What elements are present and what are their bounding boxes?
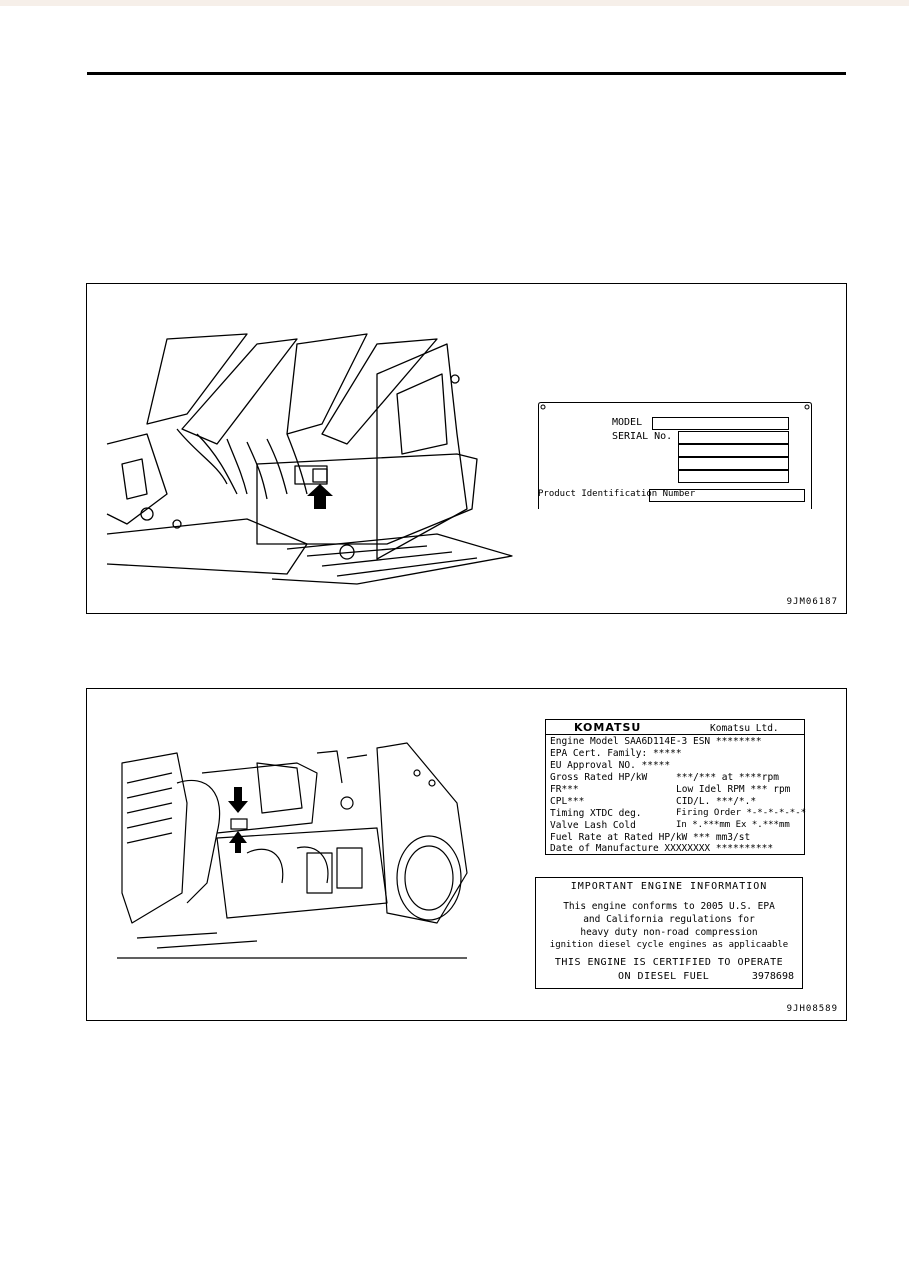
important-engine-info-plate: IMPORTANT ENGINE INFORMATION This engine… <box>535 877 803 989</box>
plate-divider <box>546 734 804 735</box>
top-color-strip <box>0 0 909 6</box>
low-idle-value: Low Idel RPM *** rpm <box>676 784 791 795</box>
info-body-4: ignition diesel cycle engines as applica… <box>549 940 789 950</box>
serial-field-4 <box>678 470 789 483</box>
maker-name: Komatsu Ltd. <box>710 723 779 734</box>
valve-lash-label: Valve Lash Cold <box>550 820 636 831</box>
serial-field-3 <box>678 457 789 470</box>
info-body-3: heavy duty non-road compression <box>580 927 758 938</box>
engine-illustration <box>117 742 468 959</box>
model-field <box>652 417 789 430</box>
header-rule <box>87 72 846 75</box>
figure-id-1: 9JM06187 <box>786 597 838 607</box>
figure-engine-plates: KOMATSU Komatsu Ltd. Engine Model SAA6D1… <box>86 688 847 1021</box>
arrow-indicator <box>307 484 333 509</box>
plate-outline <box>538 402 812 509</box>
engine-emission-plate: KOMATSU Komatsu Ltd. Engine Model SAA6D1… <box>545 719 807 855</box>
serial-field-1 <box>678 431 789 444</box>
cid-value: CID/L. ***/*.* <box>676 796 757 807</box>
figure-id-2: 9JH08589 <box>786 1004 838 1014</box>
info-title: IMPORTANT ENGINE INFORMATION <box>570 881 768 892</box>
date-of-manufacture-line: Date of Manufacture XXXXXXXX ********** <box>550 843 774 854</box>
serial-field-2 <box>678 444 789 457</box>
cpl-label: CPL*** <box>550 796 585 807</box>
fr-label: FR*** <box>550 784 579 795</box>
info-body-1: This engine conforms to 2005 U.S. EPA <box>563 901 775 912</box>
info-part-number: 3978698 <box>751 971 794 982</box>
figure-machine-plate: MODEL SERIAL No. Product Identification … <box>86 283 847 614</box>
komatsu-logo: KOMATSU <box>574 721 642 734</box>
fuel-rate-line: Fuel Rate at Rated HP/kW *** mm3/st <box>550 832 751 843</box>
firing-order-value: Firing Order *-*-*-*-*-* <box>676 808 807 818</box>
valve-lash-value: In *.***mm Ex *.***mm <box>676 820 790 830</box>
info-certified: THIS ENGINE IS CERTIFIED TO OPERATE <box>554 957 784 968</box>
engine-model-line: Engine Model SAA6D114E-3 ESN ******** <box>550 736 762 747</box>
machine-illustration <box>106 333 513 585</box>
info-fuel: ON DIESEL FUEL <box>618 971 710 982</box>
arrow-down-indicator <box>228 787 248 813</box>
epa-cert-line: EPA Cert. Family: ***** <box>550 748 682 759</box>
gross-rated-label: Gross Rated HP/kW <box>550 772 648 783</box>
info-body-2: and California regulations for <box>583 914 755 925</box>
model-label: MODEL <box>612 417 643 428</box>
timing-label: Timing XTDC deg. <box>550 808 642 819</box>
pin-label: Product Identification Number <box>538 489 696 499</box>
arrow-up-indicator <box>229 831 247 853</box>
pin-field <box>649 489 805 502</box>
product-id-plate: MODEL SERIAL No. Product Identification … <box>538 402 812 510</box>
gross-rated-value: ***/*** at ****rpm <box>676 772 779 783</box>
serial-label: SERIAL No. <box>612 431 673 442</box>
eu-approval-line: EU Approval NO. ***** <box>550 760 671 771</box>
